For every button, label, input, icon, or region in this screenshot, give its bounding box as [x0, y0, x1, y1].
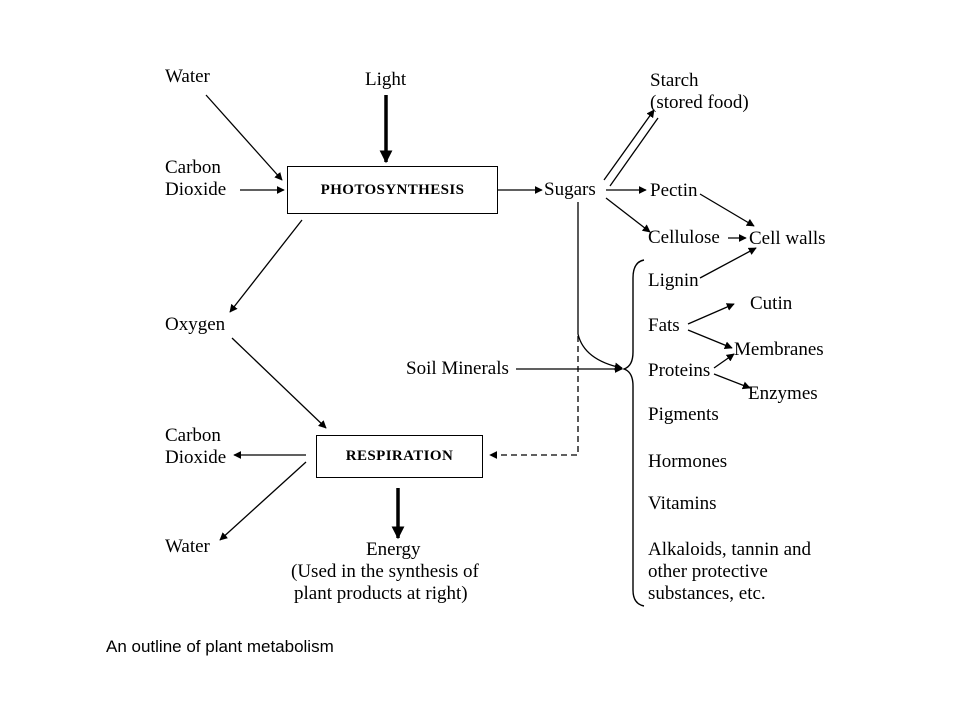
soil-minerals-label: Soil Minerals [406, 358, 509, 379]
energy-label: Energy [366, 539, 421, 560]
output-water: Water [165, 536, 210, 557]
arrow-oxygen-to-respiration [231, 337, 327, 429]
figure-caption: An outline of plant metabolism [106, 637, 334, 656]
proteins-label: Proteins [648, 360, 711, 381]
input-water: Water [165, 66, 210, 87]
lignin-label: Lignin [648, 270, 699, 291]
products-bracket [621, 259, 645, 607]
input-carbon-dioxide-line2: Dioxide [165, 179, 227, 200]
cutin-label: Cutin [750, 293, 793, 314]
arrow-fats-to-membranes [687, 329, 733, 349]
arrow-photosynthesis-to-oxygen [229, 219, 303, 313]
cell-walls-label: Cell walls [749, 228, 826, 249]
pigments-label: Pigments [648, 404, 719, 425]
arrow-water-to-photosynthesis [205, 94, 283, 181]
arrow-proteins-to-membranes [713, 353, 735, 369]
arrow-sugars-to-bracket [577, 202, 623, 371]
alkaloids-label-line1: Alkaloids, tannin and [648, 539, 812, 560]
arrow-fats-to-cutin [687, 303, 735, 325]
alkaloids-label-line2: other protective [648, 561, 768, 582]
arrow-respiration-to-water [219, 461, 307, 541]
sugars-label: Sugars [544, 179, 596, 200]
membranes-label: Membranes [734, 339, 824, 360]
pectin-label: Pectin [650, 180, 698, 201]
photosynthesis-box: PHOTOSYNTHESIS [287, 166, 498, 214]
energy-note-line2: plant products at right) [294, 583, 468, 604]
arrow-proteins-to-enzymes [713, 373, 751, 390]
alkaloids-label-line3: substances, etc. [648, 583, 766, 604]
output-carbon-dioxide-line2: Dioxide [165, 447, 227, 468]
starch-note-label: (stored food) [650, 92, 749, 113]
enzymes-label: Enzymes [748, 383, 818, 404]
respiration-box: RESPIRATION [316, 435, 483, 478]
vitamins-label: Vitamins [648, 493, 717, 514]
input-carbon-dioxide-line1: Carbon [165, 157, 221, 178]
arrow-pectin-to-cellwalls [699, 193, 755, 227]
arrow-lignin-to-cellwalls [699, 247, 757, 279]
cellulose-label: Cellulose [648, 227, 720, 248]
fats-label: Fats [648, 315, 680, 336]
hormones-label: Hormones [648, 451, 728, 472]
input-light: Light [365, 69, 407, 90]
oxygen-label: Oxygen [165, 314, 226, 335]
arrow-sugars-to-respiration [489, 336, 579, 459]
output-carbon-dioxide-line1: Carbon [165, 425, 221, 446]
energy-note-line1: (Used in the synthesis of [291, 561, 479, 582]
starch-label: Starch [650, 70, 699, 91]
arrow-sugars-to-cellulose [605, 197, 651, 233]
arrow-sugars-to-starch [603, 109, 655, 181]
